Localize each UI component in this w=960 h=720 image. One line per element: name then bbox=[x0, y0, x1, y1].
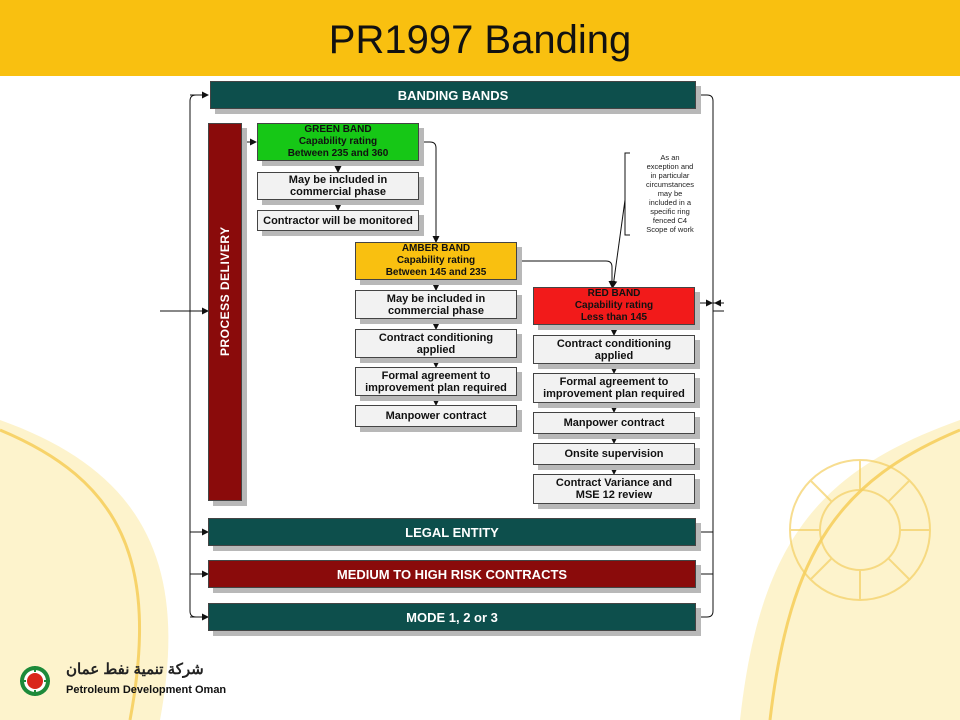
note-line: in particular bbox=[650, 171, 690, 180]
red-item-supervision: Onsite supervision bbox=[533, 443, 695, 465]
mode-bar: MODE 1, 2 or 3 bbox=[208, 603, 696, 631]
red-item5-line2: MSE 12 review bbox=[575, 489, 653, 501]
page-title: PR1997 Banding bbox=[328, 18, 632, 62]
amber-band-title: AMBER BAND bbox=[401, 243, 471, 254]
green-band-title: GREEN BAND bbox=[304, 124, 372, 135]
red-item1-line2: applied bbox=[594, 349, 634, 362]
red-item5-line1: Contract Variance and bbox=[555, 477, 673, 489]
green-item1-line2: commercial phase bbox=[290, 186, 386, 198]
company-arabic-name: شركة تنمية نفط عمان bbox=[66, 661, 204, 678]
note-line: specific ring bbox=[650, 207, 690, 216]
red-item-formal: Formal agreement to improvement plan req… bbox=[533, 373, 695, 403]
amber-item-manpower: Manpower contract bbox=[355, 405, 517, 427]
red-band-line2: Less than 145 bbox=[580, 312, 648, 323]
amber-item-commercial: May be included in commercial phase bbox=[355, 290, 517, 319]
green-item-monitored: Contractor will be monitored bbox=[257, 210, 419, 231]
red-band-box: RED BAND Capability rating Less than 145 bbox=[533, 287, 695, 325]
pdo-logo-icon bbox=[20, 666, 50, 696]
note-line: exception and bbox=[646, 162, 694, 171]
green-band-box: GREEN BAND Capability rating Between 235… bbox=[257, 123, 419, 161]
note-line: may be bbox=[657, 189, 683, 198]
note-line: Scope of work bbox=[646, 225, 694, 234]
note-line: circumstances bbox=[646, 180, 694, 189]
exception-note: As an exception and in particular circum… bbox=[630, 153, 710, 235]
amber-item3-line1: Formal agreement to bbox=[381, 369, 491, 382]
red-band-line1: Capability rating bbox=[574, 300, 654, 311]
amber-item-formal: Formal agreement to improvement plan req… bbox=[355, 367, 517, 396]
amber-item-conditioning: Contract conditioning applied bbox=[355, 329, 517, 358]
header-band bbox=[0, 0, 960, 76]
legal-entity-bar: LEGAL ENTITY bbox=[208, 518, 696, 546]
note-line: included in a bbox=[648, 198, 692, 207]
note-line: As an bbox=[660, 153, 680, 162]
process-delivery-bar bbox=[208, 123, 242, 501]
green-band-line1: Capability rating bbox=[298, 136, 378, 147]
green-band-line2: Between 235 and 360 bbox=[287, 148, 389, 159]
red-item-variance: Contract Variance and MSE 12 review bbox=[533, 474, 695, 504]
company-name: Petroleum Development Oman bbox=[66, 684, 227, 696]
red-item2-line2: improvement plan required bbox=[543, 388, 685, 400]
amber-item1-line2: commercial phase bbox=[388, 304, 484, 317]
amber-band-line2: Between 145 and 235 bbox=[385, 267, 487, 278]
banding-bands-bar: BANDING BANDS bbox=[210, 81, 696, 109]
red-item2-line1: Formal agreement to bbox=[559, 376, 669, 388]
amber-item3-line2: improvement plan required bbox=[365, 381, 507, 394]
green-item1-line1: May be included in bbox=[288, 174, 388, 186]
note-line: fenced C4 bbox=[652, 216, 688, 225]
amber-item2-line2: applied bbox=[416, 343, 456, 356]
amber-band-line1: Capability rating bbox=[396, 255, 476, 266]
red-item1-line1: Contract conditioning bbox=[556, 337, 672, 350]
amber-item1-line1: May be included in bbox=[386, 292, 486, 305]
process-delivery-label: PROCESS DELIVERY bbox=[218, 226, 232, 356]
medium-high-risk-bar: MEDIUM TO HIGH RISK CONTRACTS bbox=[208, 560, 696, 588]
green-item-commercial: May be included in commercial phase bbox=[257, 172, 419, 200]
red-band-title: RED BAND bbox=[587, 288, 641, 299]
amber-band-box: AMBER BAND Capability rating Between 145… bbox=[355, 242, 517, 280]
red-item-conditioning: Contract conditioning applied bbox=[533, 335, 695, 364]
red-item-manpower: Manpower contract bbox=[533, 412, 695, 434]
amber-item2-line1: Contract conditioning bbox=[378, 331, 494, 344]
